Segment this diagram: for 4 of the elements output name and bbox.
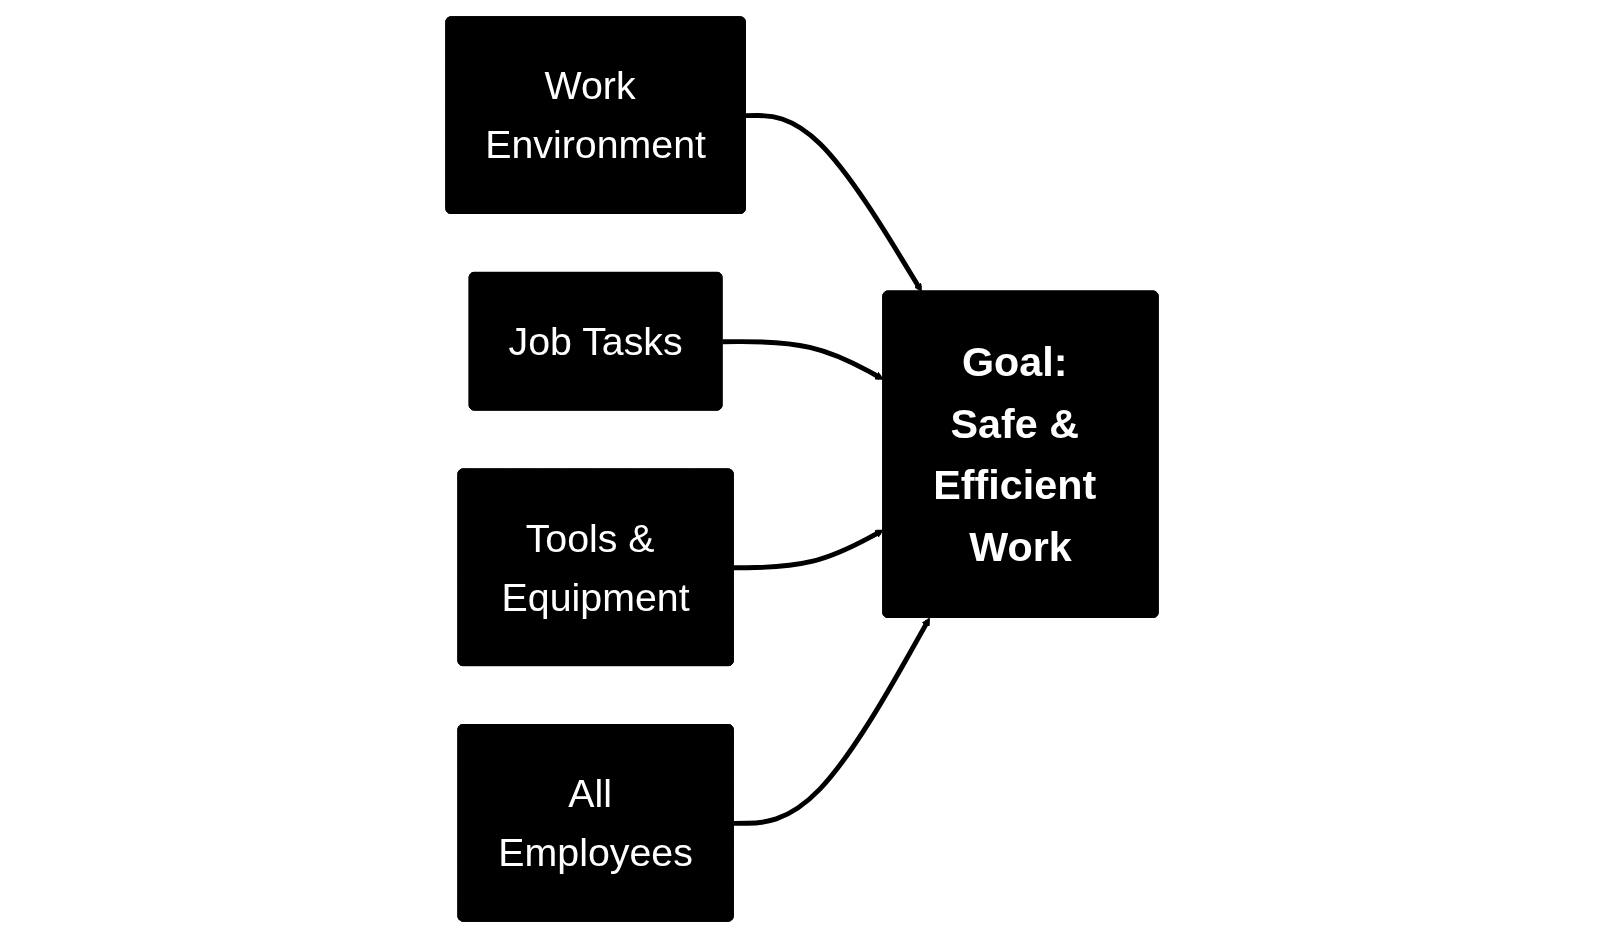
- arrow: [733, 617, 930, 826]
- arrow: [745, 112, 923, 292]
- arrow: [733, 529, 884, 570]
- arrow: [722, 338, 884, 380]
